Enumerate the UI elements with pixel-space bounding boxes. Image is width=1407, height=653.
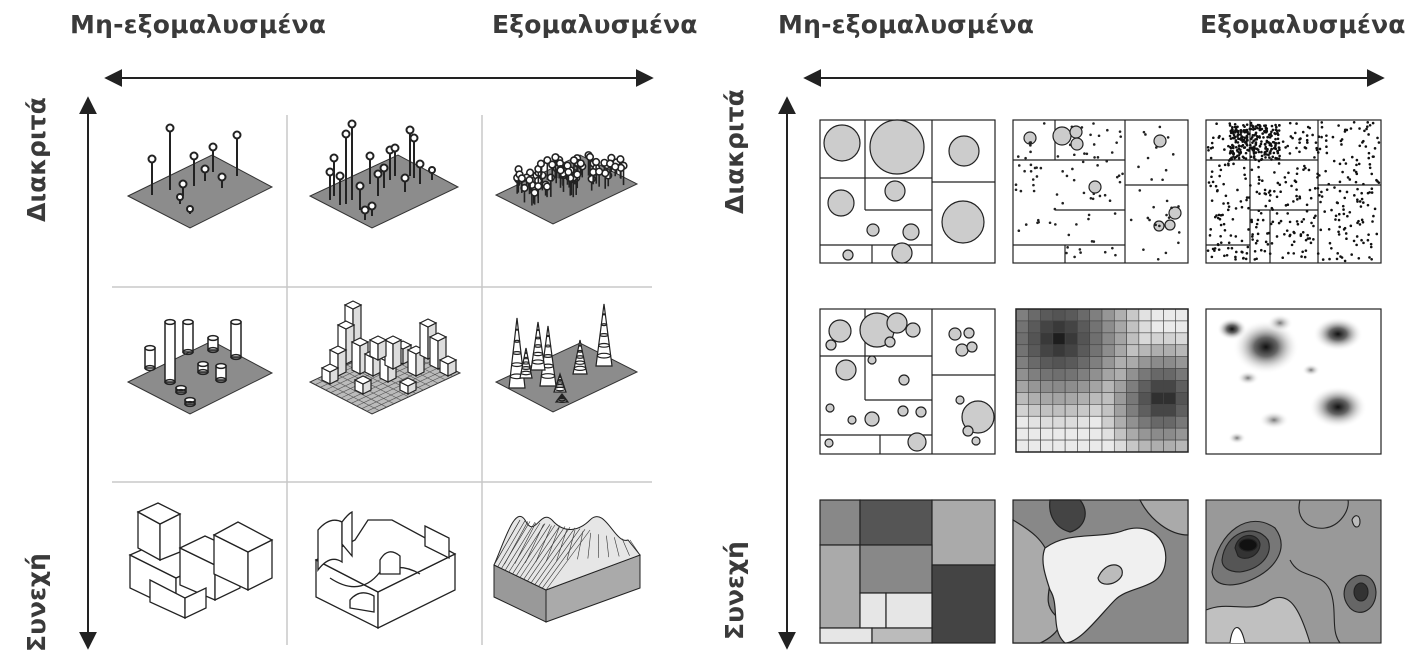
- right-cell-proportional-circles: [819, 119, 996, 264]
- left-cell-stepped-blocks: [128, 502, 274, 620]
- left-x-label-smoothed: Εξομαλυσμένα: [492, 10, 698, 39]
- right-cell-dot-density: [1205, 119, 1382, 264]
- left-cell-cone-peaks: [494, 303, 639, 413]
- left-cell-stepped-surface: [314, 510, 457, 630]
- left-cell-mesh-surface: [493, 516, 641, 623]
- right-x-label-smoothed: Εξομαλυσμένα: [1200, 10, 1406, 39]
- right-cell-isolines: [1205, 499, 1382, 644]
- right-cell-density-blobs: [1205, 308, 1382, 455]
- right-cell-grid-choropleth: [1015, 308, 1189, 453]
- right-cell-smooth-zones: [1012, 499, 1189, 644]
- right-cell-zone-choropleth: [819, 499, 996, 644]
- left-cell-prism-blocks: [308, 300, 462, 415]
- right-cell-dots-and-circles: [1012, 119, 1189, 264]
- left-grid-lines: [112, 115, 652, 645]
- left-cell-dense-point-symbols: [308, 119, 460, 229]
- left-cell-cylinders: [126, 318, 274, 415]
- right-cell-circles-in-zones: [819, 308, 996, 455]
- left-cell-point-cloud: [494, 151, 639, 225]
- right-x-label-unsmoothed: Μη-εξομαλυσμένα: [778, 10, 1035, 39]
- left-x-label-unsmoothed: Μη-εξομαλυσμένα: [70, 10, 327, 39]
- left-cell-point-symbols: [126, 123, 274, 229]
